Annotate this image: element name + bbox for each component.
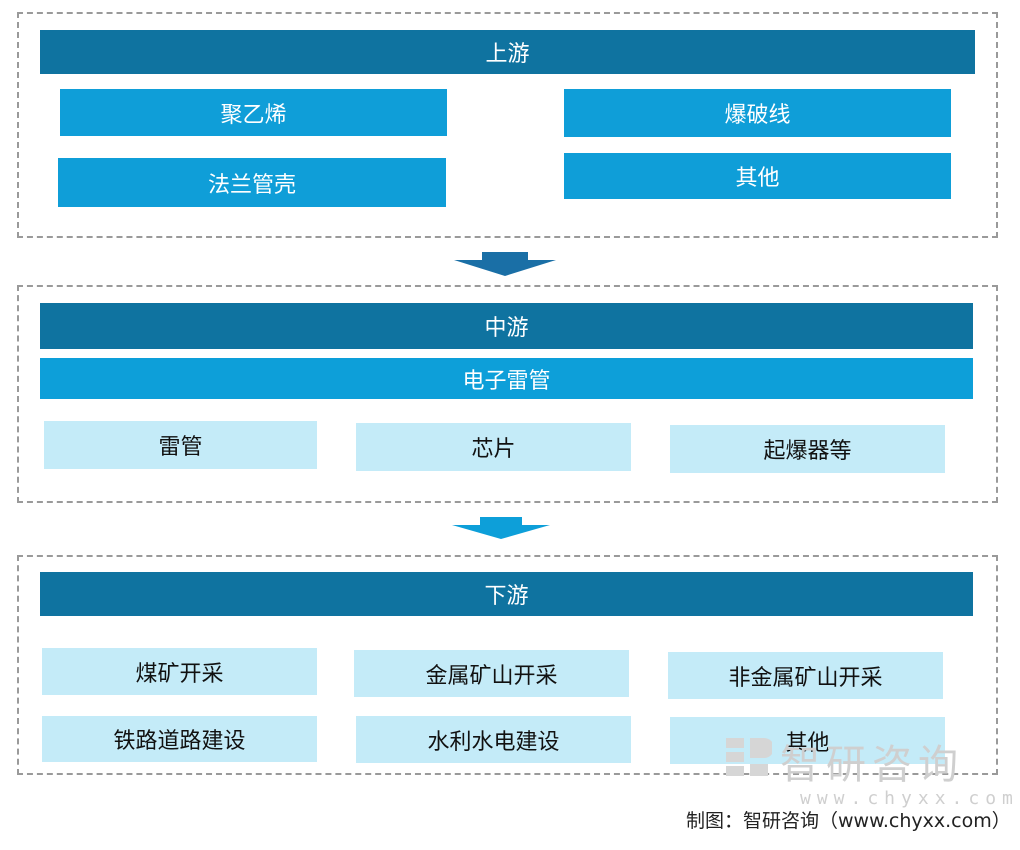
down-arrow-icon — [454, 252, 556, 276]
watermark-name: 智研咨询 — [780, 742, 964, 788]
upstream-item-blasting-wire: 爆破线 — [564, 89, 951, 137]
upstream-item-flange-shell: 法兰管壳 — [58, 158, 446, 207]
upstream-header: 上游 — [40, 30, 975, 74]
downstream-item-water-hydro: 水利水电建设 — [356, 716, 631, 763]
watermark-url: www.chyxx.com — [800, 788, 1019, 809]
downstream-item-metal-mining: 金属矿山开采 — [354, 650, 629, 697]
midstream-section — [17, 285, 998, 503]
source-credit: 制图：智研咨询（www.chyxx.com） — [686, 810, 1011, 832]
midstream-header: 中游 — [40, 303, 973, 349]
downstream-item-other: 其他 — [670, 717, 945, 764]
midstream-product-bar: 电子雷管 — [40, 358, 973, 399]
downstream-section — [17, 555, 998, 775]
downstream-item-nonmetal-mining: 非金属矿山开采 — [668, 652, 943, 699]
downstream-item-rail-road: 铁路道路建设 — [42, 716, 317, 762]
company-logo-icon — [726, 738, 772, 776]
midstream-item-chip: 芯片 — [356, 423, 631, 471]
midstream-item-detonator: 雷管 — [44, 421, 317, 469]
upstream-section — [17, 12, 998, 238]
down-arrow-icon — [452, 517, 550, 539]
upstream-item-other: 其他 — [564, 153, 951, 199]
midstream-item-initiator: 起爆器等 — [670, 425, 945, 473]
downstream-item-coal-mining: 煤矿开采 — [42, 648, 317, 695]
downstream-header: 下游 — [40, 572, 973, 616]
upstream-item-polyethylene: 聚乙烯 — [60, 89, 447, 136]
